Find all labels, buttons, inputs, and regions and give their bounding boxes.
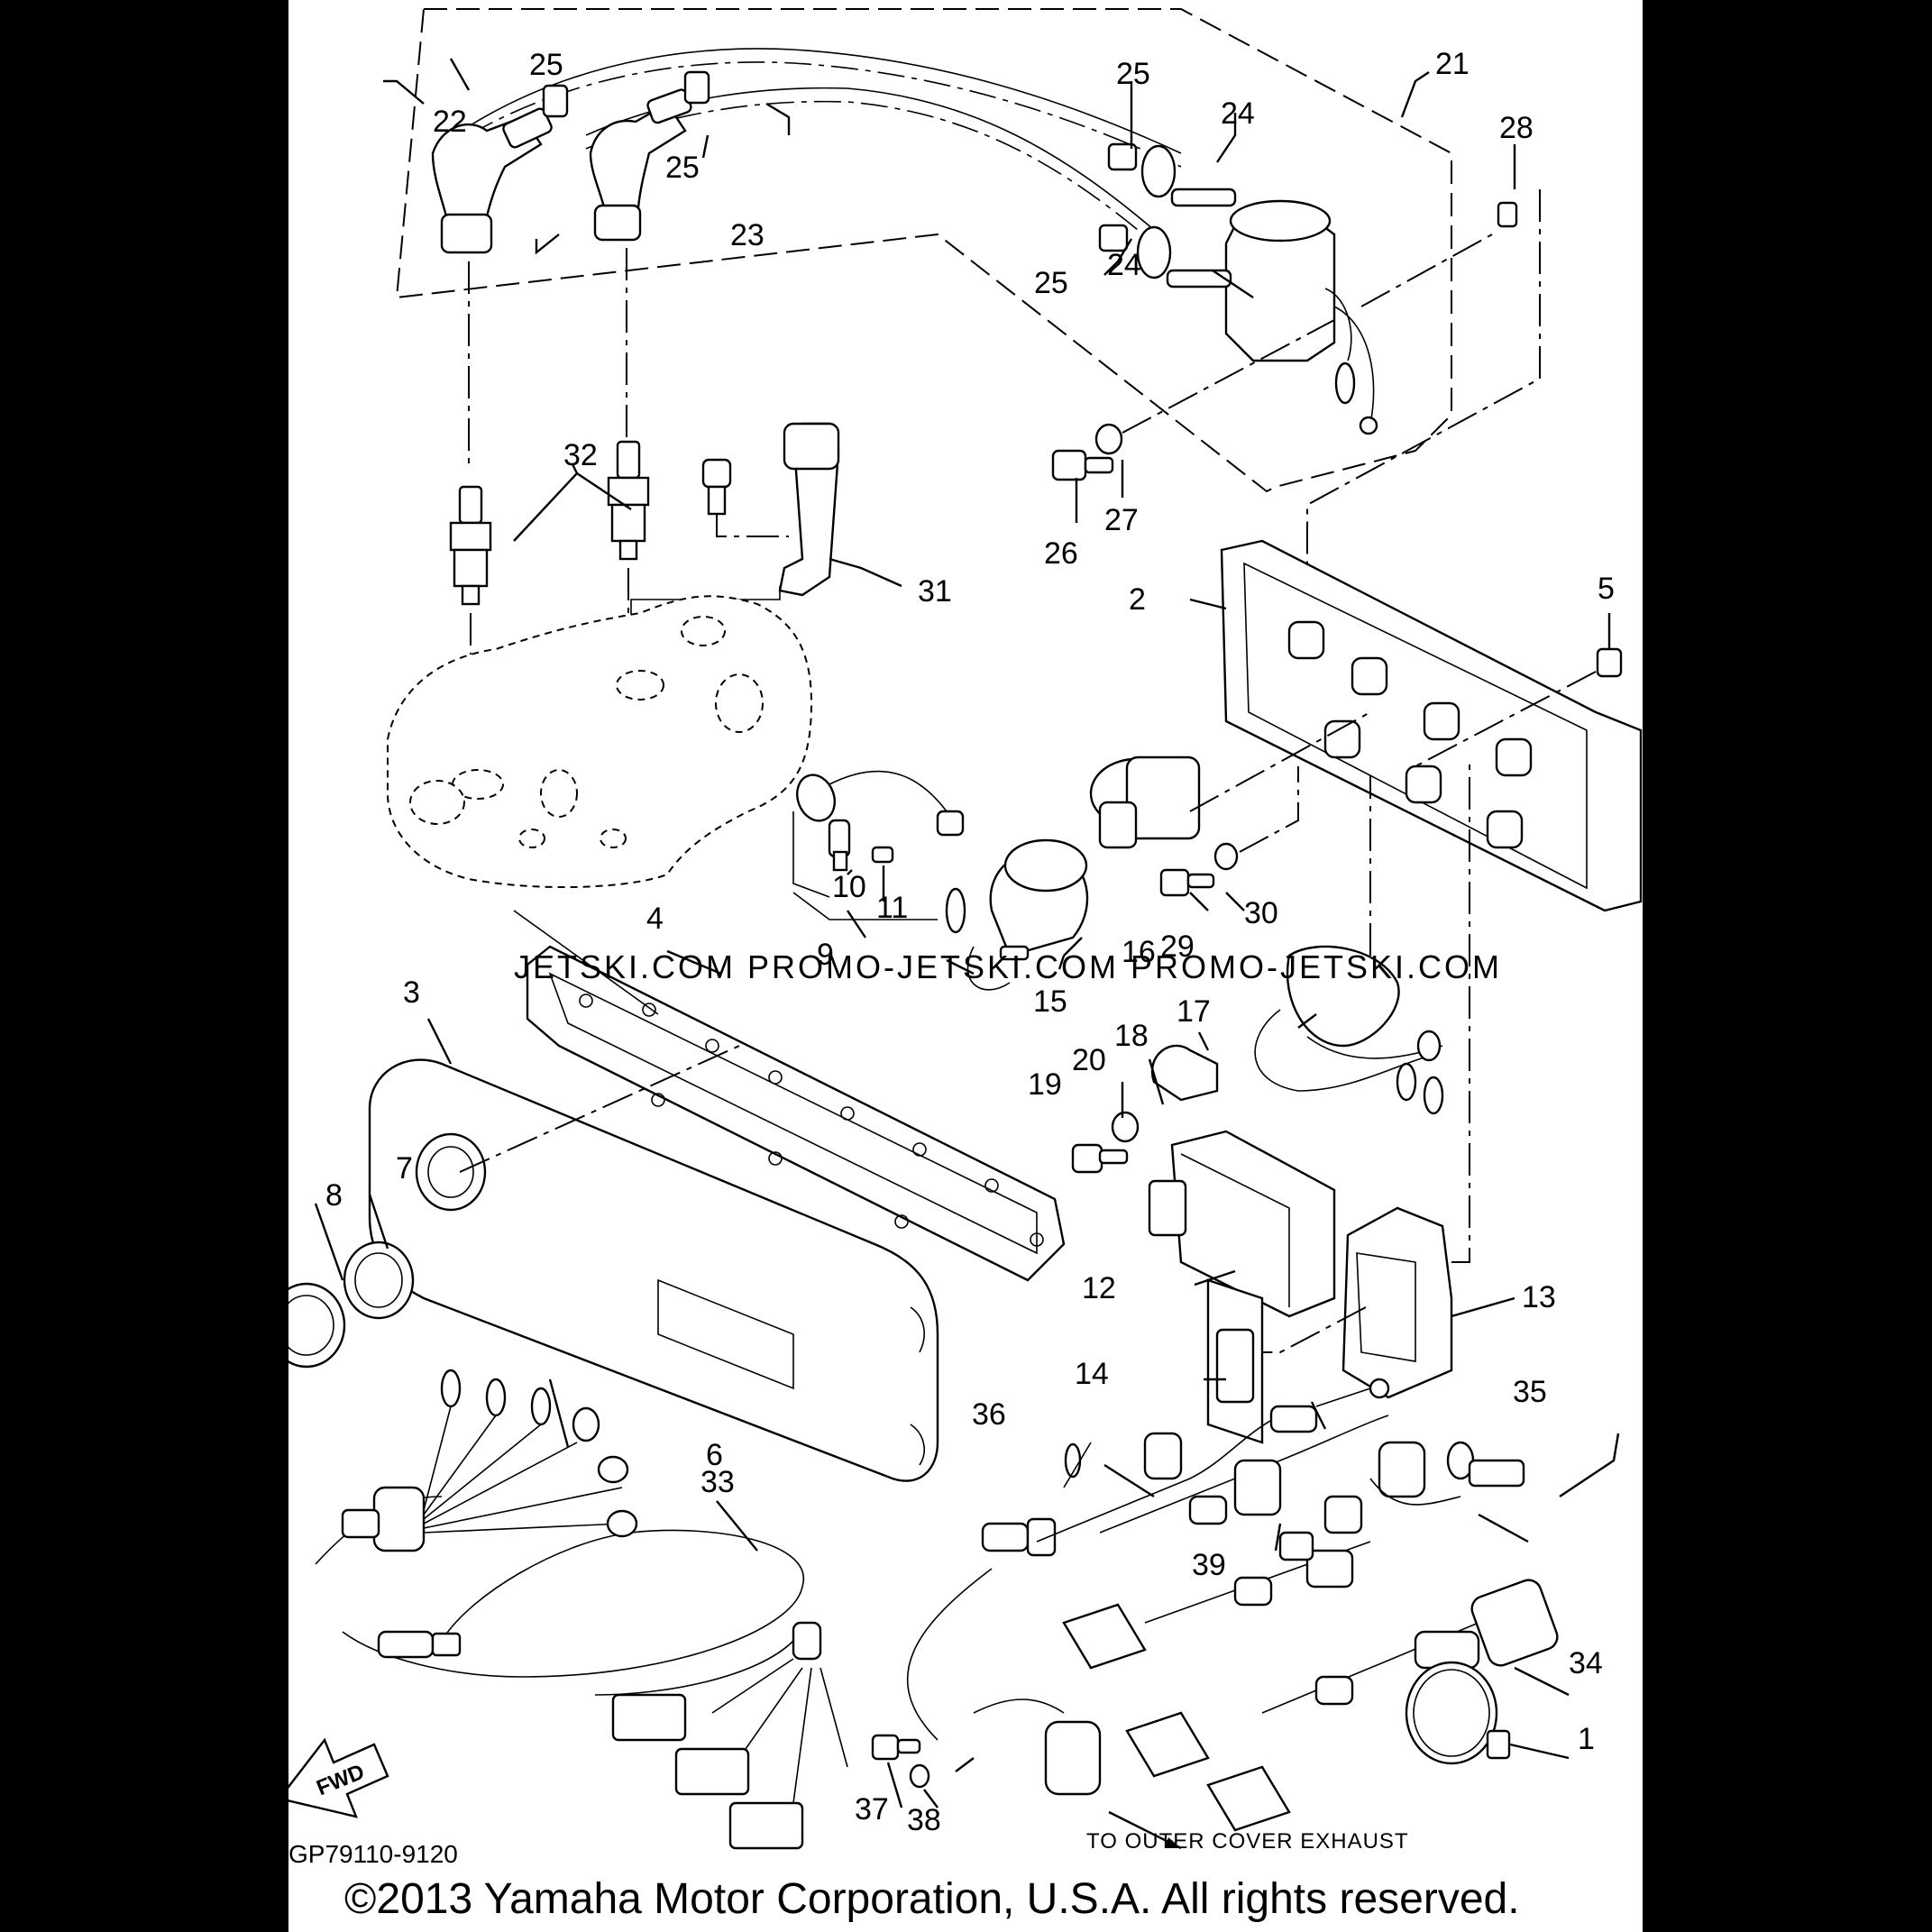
spark-plug-cap-22 (431, 107, 553, 254)
callout-numbers: 1 2 3 4 5 6 7 8 9 10 11 12 13 14 15 16 1… (325, 47, 1615, 1837)
callout-11: 11 (876, 891, 908, 925)
callout-33: 33 (700, 1465, 735, 1499)
callout-18: 18 (1114, 1019, 1149, 1053)
callout-8: 8 (325, 1178, 343, 1213)
callout-21: 21 (1435, 47, 1470, 81)
clamp-band-1 (1405, 1661, 1511, 1765)
callout-36: 36 (972, 1397, 1006, 1432)
wire-harness-33 (315, 1369, 848, 1850)
callout-15: 15 (1033, 984, 1067, 1019)
spark-plug-cap-23 (589, 88, 692, 242)
callout-28: 28 (1499, 111, 1534, 145)
callout-25-repeat-b: 25 (1116, 57, 1150, 91)
callout-32: 32 (563, 438, 598, 472)
electrical-box-2 (1220, 539, 1643, 912)
callout-2: 2 (1129, 582, 1146, 617)
washer-30 (1213, 842, 1239, 871)
clamp-25-a (542, 84, 569, 118)
parts-diagram-sheet: FWD (288, 0, 1643, 1932)
callout-14: 14 (1075, 1357, 1109, 1391)
exhaust-note: TO OUTER COVER EXHAUST (1086, 1829, 1409, 1854)
grommet-24-a (1140, 144, 1177, 198)
control-unit-12 (1148, 1130, 1336, 1318)
spark-plug-32-b (607, 440, 650, 561)
bolt-29 (1159, 868, 1190, 897)
leader-lines (314, 58, 1620, 1808)
callout-34: 34 (1569, 1646, 1603, 1680)
ignition-coil-21 (1166, 188, 1378, 435)
bracket-13 (1341, 1206, 1453, 1399)
callout-10: 10 (832, 870, 866, 904)
washer-27 (1094, 423, 1123, 455)
callout-22: 22 (433, 105, 467, 139)
callout-12: 12 (1082, 1271, 1116, 1305)
fuse-11 (871, 846, 894, 864)
spark-plug-32-a (449, 485, 492, 606)
cap-8 (288, 1282, 346, 1369)
callout-39: 39 (1192, 1548, 1226, 1582)
callout-23: 23 (730, 218, 765, 252)
cylinder-head-reference (387, 595, 813, 889)
washer-20 (1111, 1111, 1140, 1143)
copyright-text: ©2013 Yamaha Motor Corporation, U.S.A. A… (344, 1875, 1520, 1923)
switch-16 (1089, 755, 1201, 849)
callout-16: 16 (1122, 935, 1156, 969)
callout-7: 7 (396, 1151, 413, 1186)
callout-9: 9 (817, 938, 834, 972)
callout-3: 3 (403, 975, 420, 1010)
callout-13: 13 (1522, 1280, 1556, 1314)
callout-1: 1 (1578, 1722, 1595, 1756)
clamp-18 (1150, 1044, 1219, 1102)
callout-25-repeat-c: 25 (1034, 266, 1068, 300)
fuse-holder-9 (792, 770, 965, 920)
clamp-25-b (683, 70, 710, 105)
fwd-arrow-icon: FWD (288, 1737, 389, 1818)
callout-26: 26 (1044, 536, 1078, 571)
drawing-code: GP79110-9120 (288, 1840, 458, 1868)
wire-harness-17 (1254, 945, 1444, 1115)
clamp-25-c (1107, 142, 1138, 171)
callout-24: 24 (1221, 96, 1255, 131)
cap-28 (1497, 201, 1518, 228)
washer-38 (909, 1763, 930, 1789)
ignition-coil-group (395, 8, 1541, 685)
bracket-31 (630, 422, 840, 622)
callout-5: 5 (1598, 572, 1615, 606)
callout-4: 4 (646, 902, 664, 936)
holder-14 (1206, 1278, 1264, 1444)
callout-19: 19 (1028, 1067, 1062, 1102)
callout-37: 37 (855, 1792, 889, 1827)
clamp-25-d (1098, 224, 1129, 252)
callout-24-repeat: 24 (1107, 248, 1141, 282)
callout-38: 38 (907, 1803, 941, 1837)
starter-relay-15 (945, 838, 1089, 991)
cables-group (906, 1378, 1559, 1850)
bolt-5 (1596, 647, 1623, 678)
gasket-4 (526, 945, 1066, 1282)
exploded-parts-diagram: FWD (288, 8, 1643, 1923)
callout-25-repeat-a: 25 (665, 151, 700, 185)
o-ring-7 (343, 1241, 415, 1320)
callout-31: 31 (918, 574, 952, 609)
cover-3 (368, 1058, 939, 1482)
bolt-26 (1051, 449, 1087, 481)
watermark-text: JETSKI.COM PROMO-JETSKI.COM PROMO-JETSKI… (514, 948, 1502, 985)
bolt-19 (1071, 1143, 1103, 1174)
callout-35: 35 (1513, 1375, 1547, 1409)
grommet-24-b (1136, 225, 1172, 279)
bolt-37 (871, 1734, 900, 1761)
callout-29: 29 (1160, 929, 1195, 964)
callout-27: 27 (1104, 503, 1139, 537)
callout-20: 20 (1072, 1043, 1106, 1077)
callout-6: 6 (706, 1438, 723, 1472)
callout-30: 30 (1244, 896, 1278, 930)
callout-25: 25 (529, 48, 563, 82)
callout-17: 17 (1177, 994, 1211, 1029)
